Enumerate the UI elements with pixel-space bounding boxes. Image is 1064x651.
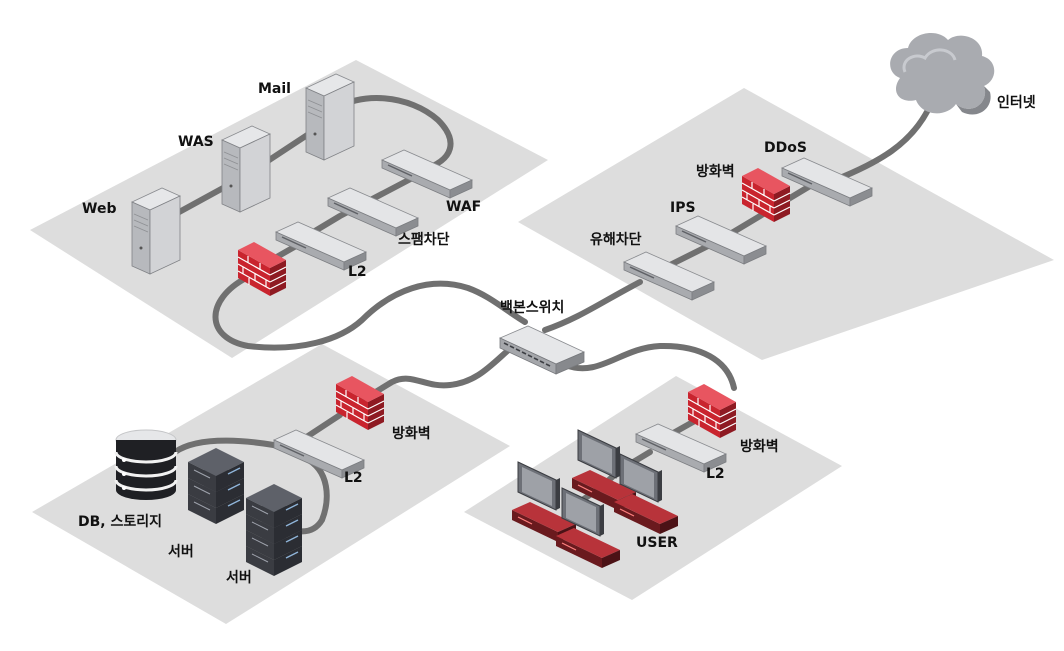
label-server-1: 서버 [168,543,194,560]
label-harm-filter: 유해차단 [590,231,642,248]
internet-cloud-icon [890,33,995,115]
cable-mail-waf [327,95,454,173]
cable-fw-backbone [212,275,528,351]
label-db-storage: DB, 스토리지 [78,514,162,530]
cable-backbone-fwdb [353,339,521,403]
label-ips: IPS [670,200,696,216]
label-user: USER [636,535,678,551]
label-mail: Mail [258,81,291,97]
cable-backbone-user [562,342,737,391]
label-backbone-switch: 백본스위치 [500,300,564,316]
label-internet: 인터넷 [997,94,1036,111]
label-firewall-server: 방화벽 [392,425,431,442]
label-l2-user: L2 [706,466,725,482]
label-spam-filter: 스팸차단 [398,231,450,248]
label-firewall-perimeter: 방화벽 [696,163,735,180]
label-firewall-user: 방화벽 [740,438,779,455]
label-waf: WAF [446,199,481,215]
cable-backbone-harm [542,279,643,333]
cable-group [147,95,931,535]
server-stack-1-icon [187,447,245,525]
label-ddos: DDoS [764,140,807,156]
zone-perimeter [518,88,1054,360]
backbone-switch-icon [499,325,585,375]
cable-harm-ips-fw-ddos [657,177,823,273]
label-l2-server: L2 [344,470,363,486]
label-l2-dmz: L2 [348,264,367,280]
server-stack-2-icon [245,483,303,577]
was-server-icon [221,125,271,213]
zone-server-farm [32,344,510,624]
zone-dmz [30,60,548,358]
label-was: WAS [178,134,214,150]
web-server-icon [131,187,181,275]
mail-server-icon [305,73,355,161]
cable-ddos-internet [832,107,931,183]
label-server-2: 서버 [226,569,252,586]
db-storage-icon [114,429,178,500]
cable-fwdb-l2 [302,412,343,441]
label-web: Web [82,201,116,217]
